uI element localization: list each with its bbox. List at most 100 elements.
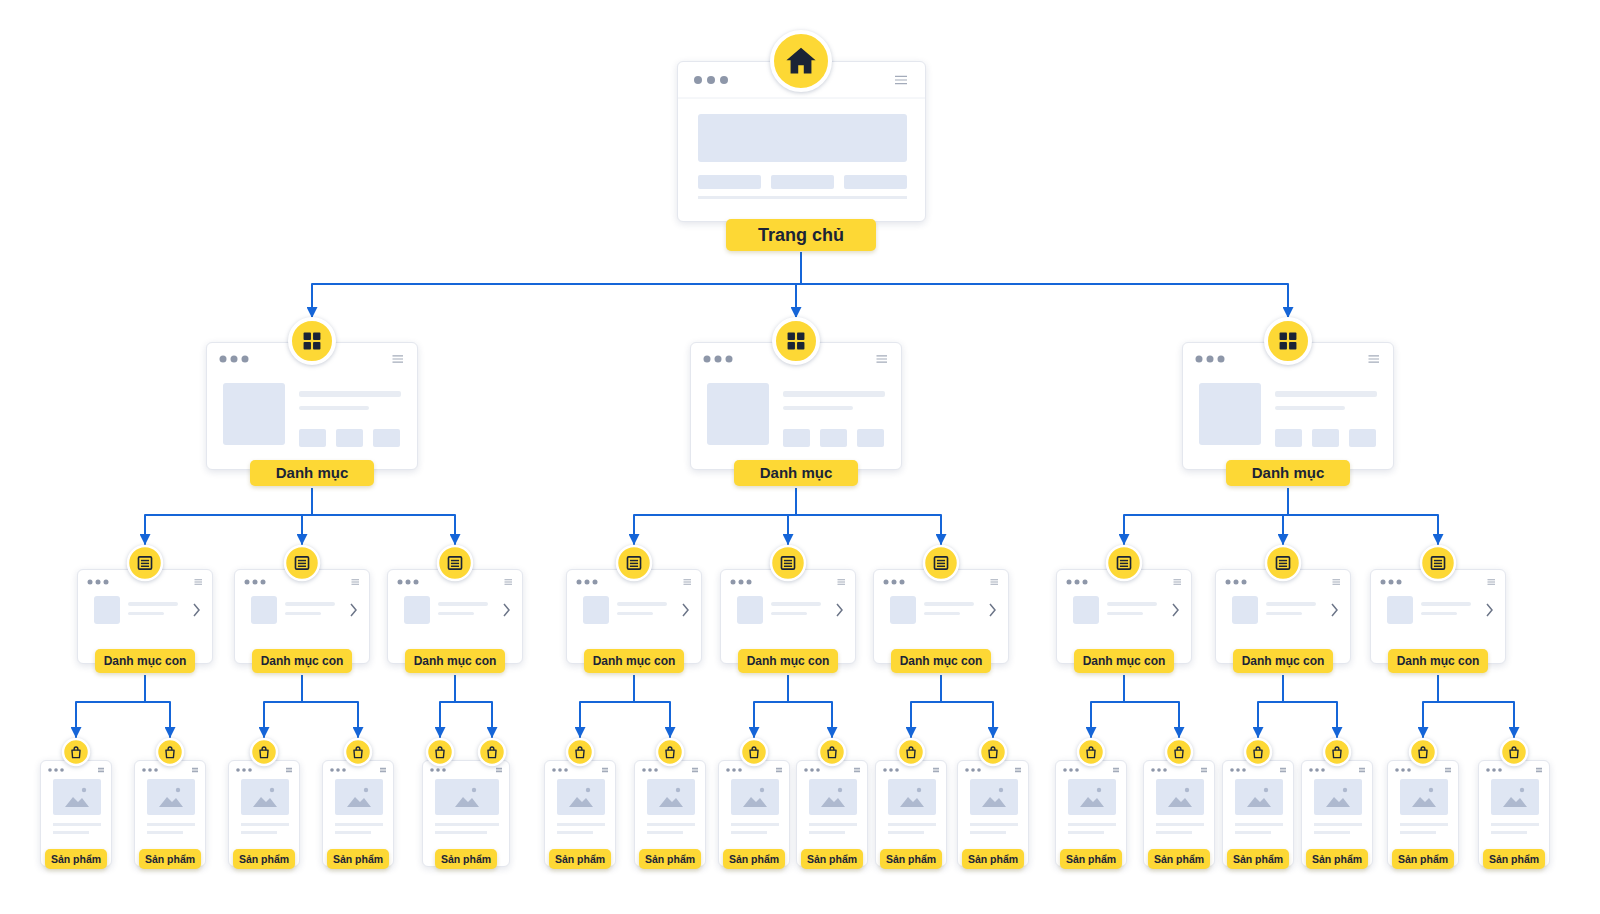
- mountain-glyph: [347, 797, 371, 807]
- window-dot: [593, 580, 598, 585]
- text-placeholder: [924, 612, 960, 615]
- window-dot: [892, 580, 897, 585]
- page-type-icon: [1262, 315, 1314, 367]
- menu-line: [602, 768, 608, 769]
- image-placeholder: [404, 596, 430, 624]
- mountain-glyph: [659, 797, 683, 807]
- node-label: Sản phẩm: [1066, 853, 1116, 865]
- menu-line: [877, 358, 888, 359]
- menu-line: [98, 769, 104, 770]
- icon-circle: [980, 739, 1006, 765]
- text-placeholder: [970, 831, 1006, 834]
- window-dot: [1498, 768, 1502, 772]
- mountain-glyph: [743, 797, 767, 807]
- image-placeholder: [94, 596, 120, 624]
- icon-glyph: [1254, 747, 1262, 758]
- mountain-glyph: [1503, 797, 1527, 807]
- menu-line: [192, 769, 198, 770]
- product-box: Sản phẩm: [875, 738, 947, 870]
- menu-line: [1445, 771, 1451, 772]
- subcategory-box: Danh mục con: [1215, 545, 1351, 675]
- text-placeholder: [147, 823, 195, 826]
- window-dot: [1151, 768, 1155, 772]
- card-wireframe: [1063, 768, 1119, 834]
- label-badge: Sản phẩm: [435, 849, 497, 869]
- window-dot: [1234, 580, 1239, 585]
- window-dot: [739, 580, 744, 585]
- icon-glyph: [828, 747, 836, 758]
- window-dot: [577, 580, 582, 585]
- bag-glyph: [168, 747, 172, 750]
- product-box: Sản phẩm: [422, 738, 510, 870]
- menu-line: [1280, 769, 1286, 770]
- window-dot: [648, 768, 652, 772]
- subcategory-box: Danh mục con: [1370, 545, 1506, 675]
- text-placeholder: [647, 823, 695, 826]
- node-label: Sản phẩm: [1489, 853, 1539, 865]
- label-badge: Sản phẩm: [1306, 849, 1368, 869]
- label-badge: Danh mục con: [584, 649, 684, 673]
- window-dot: [747, 580, 752, 585]
- icon-glyph: [1333, 747, 1341, 758]
- menu-line: [1333, 584, 1341, 585]
- label-badge: Sản phẩm: [723, 849, 785, 869]
- window-dot: [60, 768, 64, 772]
- menu-line: [991, 581, 999, 582]
- icon-circle: [427, 739, 453, 765]
- menu-line: [286, 771, 292, 772]
- hero-placeholder: [698, 114, 907, 162]
- menu-line: [838, 579, 846, 580]
- node-label: Trang chủ: [758, 225, 844, 245]
- text-placeholder: [335, 831, 371, 834]
- page-type-icon: [1417, 542, 1459, 584]
- bag-glyph: [1254, 750, 1262, 757]
- window-dot: [253, 580, 258, 585]
- window-dot: [430, 768, 434, 772]
- connector-arrow: [634, 488, 796, 545]
- product-box: Sản phẩm: [544, 738, 616, 870]
- icon-circle: [567, 739, 593, 765]
- text-placeholder: [698, 196, 907, 199]
- menu-line: [1369, 355, 1380, 356]
- page-type-icon: [894, 735, 928, 769]
- node-label: Danh mục con: [900, 654, 983, 668]
- page-type-icon: [124, 542, 166, 584]
- list-glyph: [141, 563, 149, 564]
- list-glyph: [627, 557, 640, 569]
- icon-circle: [438, 546, 472, 580]
- text-placeholder: [970, 823, 1018, 826]
- menu-line: [838, 584, 846, 585]
- menu-line: [1201, 769, 1207, 770]
- grid-glyph: [797, 333, 804, 340]
- menu-line: [286, 769, 292, 770]
- window-dot: [242, 768, 246, 772]
- window-dot: [104, 580, 109, 585]
- window-dot: [248, 768, 252, 772]
- bag-glyph: [490, 747, 494, 750]
- bag-glyph: [354, 750, 362, 757]
- menu-line: [684, 579, 692, 580]
- image-placeholder: [1314, 779, 1362, 815]
- node-label: Danh mục con: [261, 654, 344, 668]
- icon-glyph: [138, 557, 151, 569]
- bag-glyph: [1177, 747, 1181, 750]
- card-wireframe: [1395, 768, 1451, 834]
- menu-line: [895, 76, 907, 77]
- page-type-icon: [281, 542, 323, 584]
- window-dot: [726, 356, 733, 363]
- product-box: Sản phẩm: [134, 738, 206, 870]
- text-placeholder: [128, 612, 164, 615]
- label-badge: Sản phẩm: [1148, 849, 1210, 869]
- list-glyph: [937, 563, 945, 564]
- label-badge: Danh mục: [1226, 460, 1350, 486]
- image-placeholder: [1387, 596, 1413, 624]
- menu-line: [838, 581, 846, 582]
- image-placeholder: [435, 779, 499, 815]
- product-box: Sản phẩm: [634, 738, 706, 870]
- connector-arrow: [312, 252, 801, 318]
- icon-glyph: [1510, 747, 1518, 758]
- list-glyph: [1120, 560, 1128, 561]
- bag-glyph: [909, 747, 913, 750]
- product-box: Sản phẩm: [1301, 738, 1373, 870]
- label-badge: Danh mục: [734, 460, 858, 486]
